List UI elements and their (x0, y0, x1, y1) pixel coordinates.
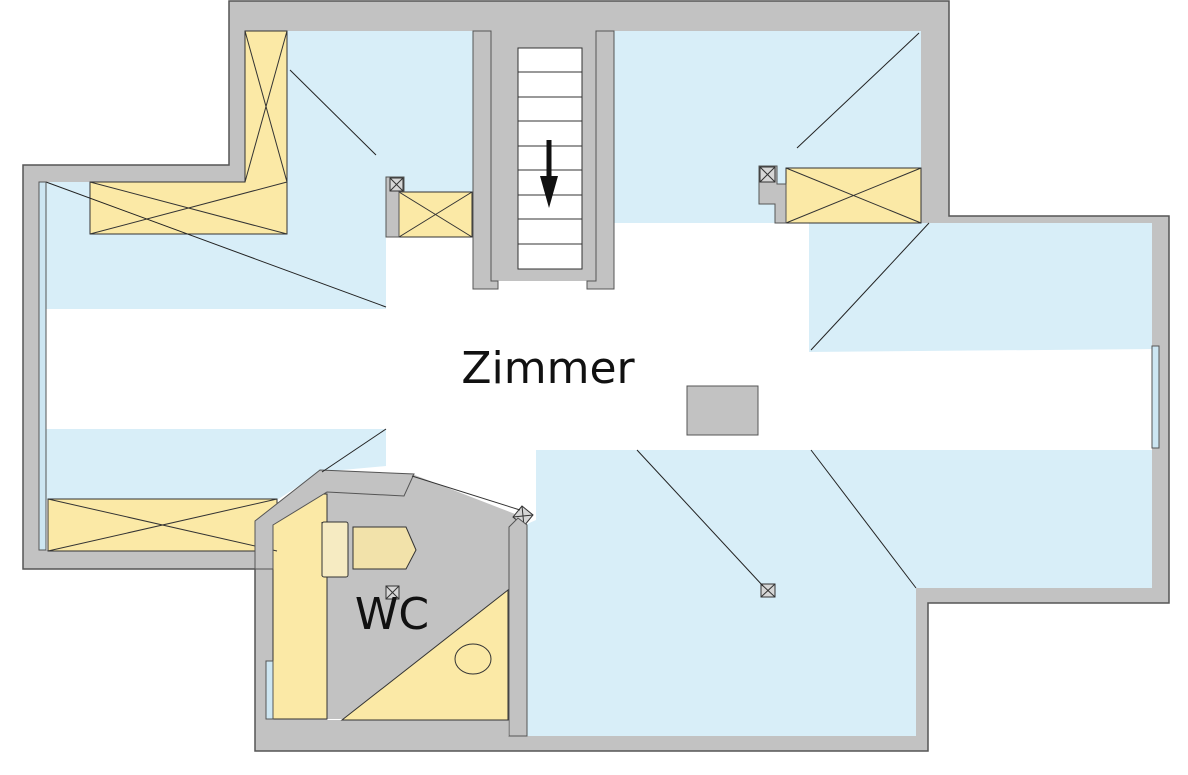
wc-fixtures (321, 521, 492, 675)
room-label-zimmer: Zimmer (461, 343, 635, 394)
windows (38, 181, 1160, 720)
stairwell-walls (472, 30, 615, 290)
chimney-pillar (686, 385, 759, 436)
wc-side-wall (508, 517, 528, 737)
staircase (517, 47, 583, 270)
wc-door-line (411, 475, 521, 511)
wc-partition (254, 469, 415, 570)
unit-crosses (47, 30, 922, 552)
sloped-ceiling-zones (46, 31, 1152, 736)
slope-lines (45, 32, 930, 589)
room-label-wc: WC (355, 589, 429, 640)
arrow-down-icon (540, 140, 558, 208)
